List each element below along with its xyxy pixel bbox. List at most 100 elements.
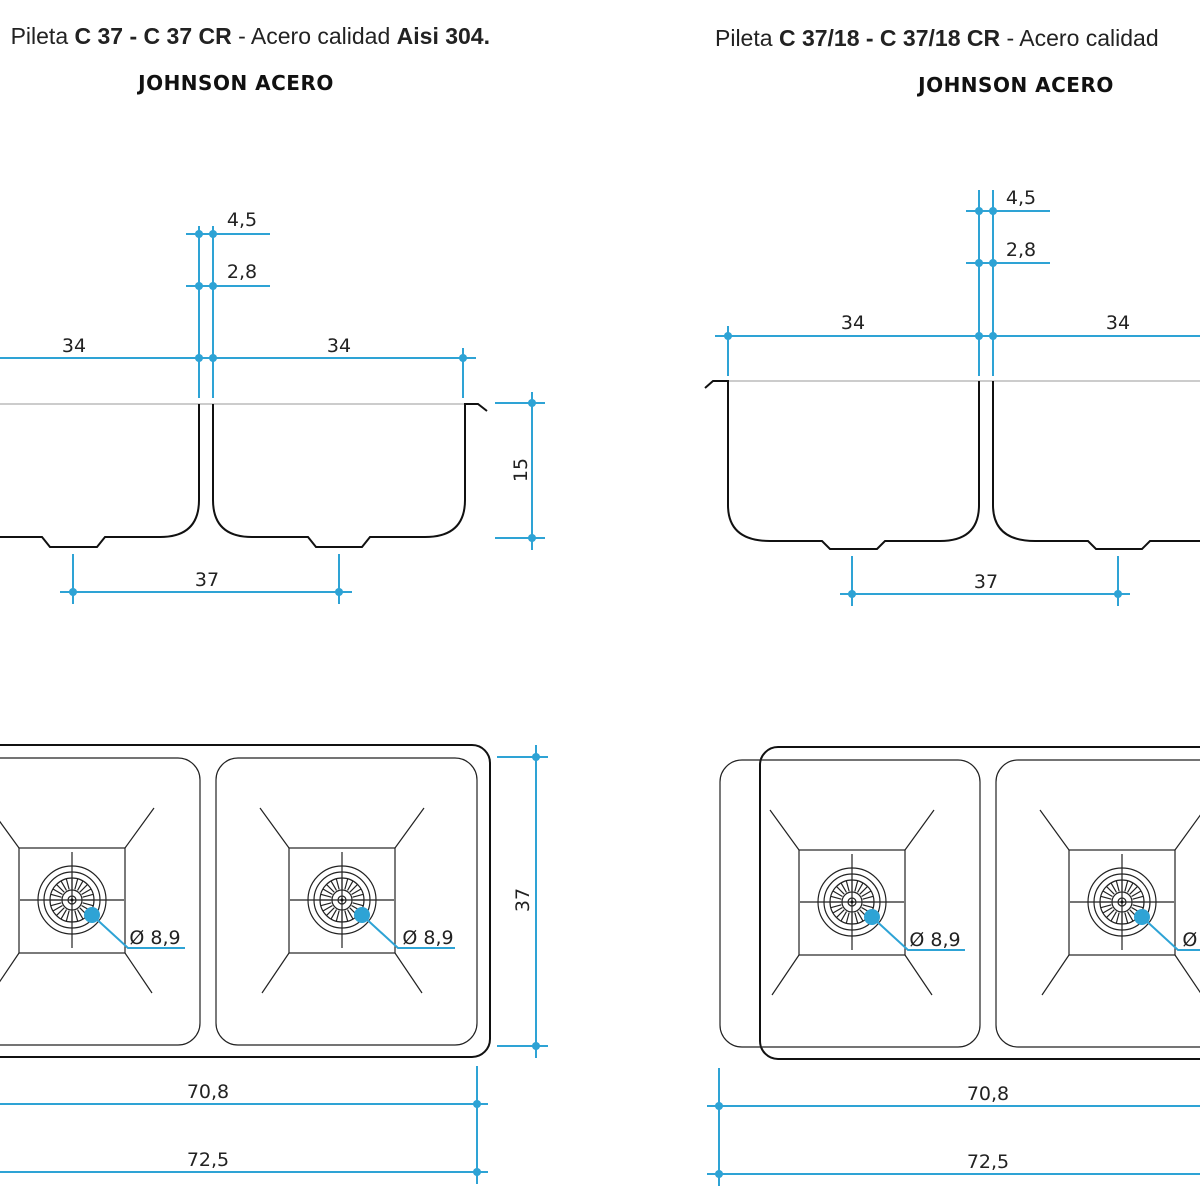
dim-drain-spacing: 37: [974, 571, 998, 593]
strainer-slot: [74, 910, 79, 922]
dim-width: 37: [512, 888, 534, 912]
drain-ring: [1093, 873, 1151, 931]
slope-line: [1041, 954, 1070, 996]
strainer-slot: [856, 882, 864, 893]
strainer-slot: [1129, 886, 1138, 895]
drain-center: [1120, 900, 1124, 904]
strainer-slot: [74, 878, 79, 890]
dim-bowl-right: 34: [1106, 312, 1130, 334]
strainer-slot: [856, 911, 864, 922]
right-plan: Ø 8,9 Ø 8,9 70,8 72,5: [719, 746, 1200, 1173]
strainer-slot: [1110, 882, 1118, 893]
right-bowl-profile: [212, 403, 488, 548]
strainer-slot: [76, 880, 84, 891]
right-title: Pileta C 37/18 - C 37/18 CR - Acero cali…: [715, 25, 1159, 51]
strainer-slot: [344, 910, 349, 922]
strainer-slot: [854, 912, 859, 924]
strainer-slot: [52, 888, 63, 896]
dim-wall-top: 4,5: [227, 209, 257, 231]
strainer-slot: [1131, 890, 1142, 898]
left-drawing: Pileta C 37 - C 37 CR - Acero calidad Ai…: [0, 23, 548, 1171]
strainer-slot: [50, 893, 62, 898]
strainer-slot: [1115, 880, 1120, 892]
strainer-slot: [862, 904, 874, 909]
slope-line: [1174, 954, 1200, 994]
dim-drain-right: Ø 8,9: [1182, 929, 1200, 951]
drain-ring: [847, 897, 857, 907]
strainer-slot: [1132, 895, 1144, 900]
left-bowl-profile: [704, 380, 980, 550]
strainer-slot: [335, 878, 340, 890]
strainer-slot: [1126, 882, 1134, 893]
slope-line: [904, 954, 933, 996]
strainer-slot: [82, 902, 94, 907]
drain-ring: [67, 895, 77, 905]
strainer-slot: [845, 880, 850, 892]
strainer-slot: [854, 880, 859, 892]
bowl-outline: [215, 757, 478, 1046]
strainer-slot: [1102, 906, 1113, 914]
strainer-slot: [346, 909, 354, 920]
strainer-slot: [326, 907, 335, 916]
drain-ring: [61, 889, 83, 911]
dim-bowl-left: 34: [62, 335, 86, 357]
strainer-slot: [60, 880, 68, 891]
left-plan: Ø 8,9 Ø 8,9 70,8 72,5: [0, 744, 491, 1171]
drain-center: [850, 900, 854, 904]
dim-inner-length: 70,8: [187, 1081, 229, 1103]
drain-plate: [1068, 849, 1176, 956]
bowl-outline: [719, 759, 981, 1048]
dim-wall-inner: 2,8: [227, 261, 257, 283]
strainer-slot: [60, 909, 68, 920]
strainer-slot: [349, 884, 358, 893]
slope-line: [904, 809, 935, 851]
strainer-slot: [352, 902, 364, 907]
drain-leader: [871, 916, 965, 951]
strainer-slot: [836, 909, 845, 918]
strainer-slot: [56, 907, 65, 916]
slope-line: [259, 807, 290, 849]
drain-marker-icon: [84, 907, 100, 923]
strainer-slot: [1110, 911, 1118, 922]
drain-ring: [1117, 897, 1127, 907]
drain-plate: [798, 849, 906, 956]
slope-line: [261, 952, 290, 994]
slope-line: [394, 807, 425, 849]
dim-inner-length: 70,8: [967, 1083, 1009, 1105]
strainer-slot: [862, 895, 874, 900]
drain-ring: [817, 867, 887, 937]
drain-ring: [841, 891, 863, 913]
dim-drain-spacing: 37: [195, 569, 219, 591]
right-elevation: 4,5 2,8 34 34 37: [704, 187, 1200, 606]
slope-line: [0, 952, 20, 983]
strainer-slot: [82, 893, 94, 898]
strainer-slot: [351, 888, 362, 896]
strainer-slot: [830, 904, 842, 909]
slope-line: [771, 954, 800, 996]
dim-wall-top: 4,5: [1006, 187, 1036, 209]
strainer-slot: [320, 902, 332, 907]
dimension-dot: [715, 1102, 723, 1110]
dim-bowl-left: 34: [841, 312, 865, 334]
drain-center: [340, 898, 344, 902]
strainer-slot: [845, 912, 850, 924]
strainer-slot: [52, 904, 63, 912]
dim-drain-right: Ø 8,9: [402, 927, 453, 949]
strainer-slot: [81, 888, 92, 896]
strainer-slot: [65, 910, 70, 922]
strainer-slot: [832, 906, 843, 914]
strainer-slot: [330, 909, 338, 920]
slope-line: [124, 952, 153, 994]
strainer-slot: [861, 890, 872, 898]
strainer-slot: [320, 893, 332, 898]
dim-depth: 15: [510, 458, 532, 482]
drain-marker-icon: [354, 907, 370, 923]
strainer-slot: [50, 902, 62, 907]
strainer-slot: [330, 880, 338, 891]
strainer-slot: [56, 884, 65, 893]
right-brand: JOHNSON ACERO: [916, 73, 1114, 97]
left-elevation: 4,5 2,8 34 34 15 37: [0, 209, 545, 604]
strainer-slot: [322, 904, 333, 912]
dim-drain-left: Ø 8,9: [909, 929, 960, 951]
